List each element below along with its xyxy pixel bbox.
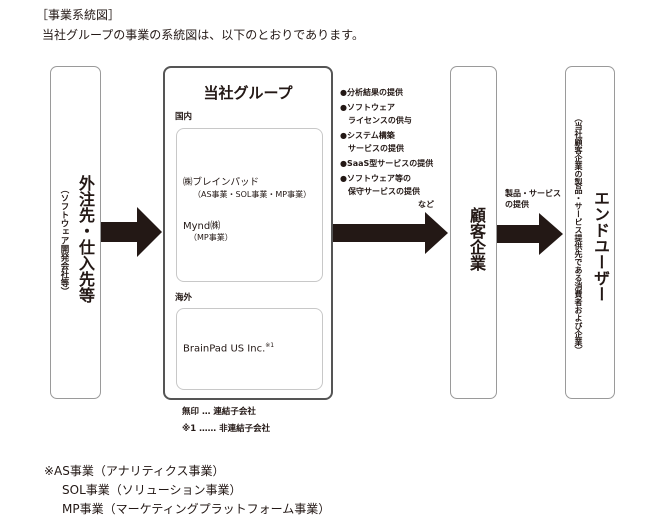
company-brainpad-us: BrainPad US Inc.※1 [183, 342, 274, 354]
service-item: ●分析結果の提供 [340, 88, 403, 97]
customers-title: 顧客企業 [467, 207, 486, 271]
domestic-label: 国内 [175, 112, 193, 122]
services-etc: など [418, 200, 434, 209]
section-title: ［事業系統図］ [36, 8, 121, 22]
products-label-line: 製品・サービス [505, 189, 561, 198]
end-users-sub: （当社顧客企業の製品・サービス提供先である消費者および企業） [574, 114, 583, 354]
customers-box: 顧客企業 [450, 66, 497, 399]
suppliers-sub: （ソフトウェア開発会社等） [59, 185, 69, 296]
overseas-mark: ※1 [265, 342, 275, 349]
service-item: ●ソフトウェア [340, 103, 395, 112]
arrow-suppliers-to-group [101, 207, 162, 257]
note-mp: MP事業（マーケティングプラットフォーム事業） [62, 502, 331, 516]
note-as: ※AS事業（アナリティクス事業） [44, 464, 225, 478]
arrow-customers-to-endusers [497, 213, 563, 255]
end-users-box: エンドユーザー （当社顧客企業の製品・サービス提供先である消費者および企業） [565, 66, 615, 399]
service-item: ●システム構築 [340, 131, 395, 140]
legend-nonconsolidated: ※1 …… 非連結子会社 [182, 424, 271, 434]
service-item: ライセンスの供与 [340, 116, 412, 125]
overseas-label: 海外 [175, 293, 193, 303]
products-label-line: の提供 [505, 200, 529, 209]
suppliers-title: 外注先・仕入先等 [76, 175, 95, 303]
group-title: 当社グループ [203, 84, 293, 102]
company-mynd-segments: （MP事業） [189, 233, 233, 242]
domestic-box: ㈱ブレインパッド （AS事業・SOL事業・MP事業） Mynd㈱ （MP事業） [176, 128, 323, 282]
company-brainpad-segments: （AS事業・SOL事業・MP事業） [193, 190, 312, 199]
legend-consolidated: 無印 … 連結子会社 [182, 407, 256, 417]
suppliers-box: 外注先・仕入先等 （ソフトウェア開発会社等） [50, 66, 101, 399]
note-sol: SOL事業（ソリューション事業） [62, 483, 242, 497]
service-item: 保守サービスの提供 [340, 187, 420, 196]
service-item: ●ソフトウェア等の [340, 174, 411, 183]
end-users-title: エンドユーザー [591, 190, 610, 302]
company-mynd: Mynd㈱ [183, 221, 221, 232]
service-item: サービスの提供 [340, 144, 404, 153]
intro-text: 当社グループの事業の系統図は、以下のとおりであります。 [42, 28, 364, 42]
products-label: 製品・サービス の提供 [505, 188, 561, 210]
company-brainpad: ㈱ブレインパッド [183, 177, 260, 188]
overseas-box: BrainPad US Inc.※1 [176, 308, 323, 390]
group-box: 当社グループ 国内 ㈱ブレインパッド （AS事業・SOL事業・MP事業） Myn… [163, 66, 333, 400]
services-list: ●分析結果の提供 ●ソフトウェア ライセンスの供与 ●システム構築 サービスの提… [340, 86, 433, 198]
company-brainpad-us-name: BrainPad US Inc. [183, 343, 266, 355]
service-item: ●SaaS型サービスの提供 [340, 159, 434, 168]
arrow-group-to-customers [333, 212, 448, 254]
